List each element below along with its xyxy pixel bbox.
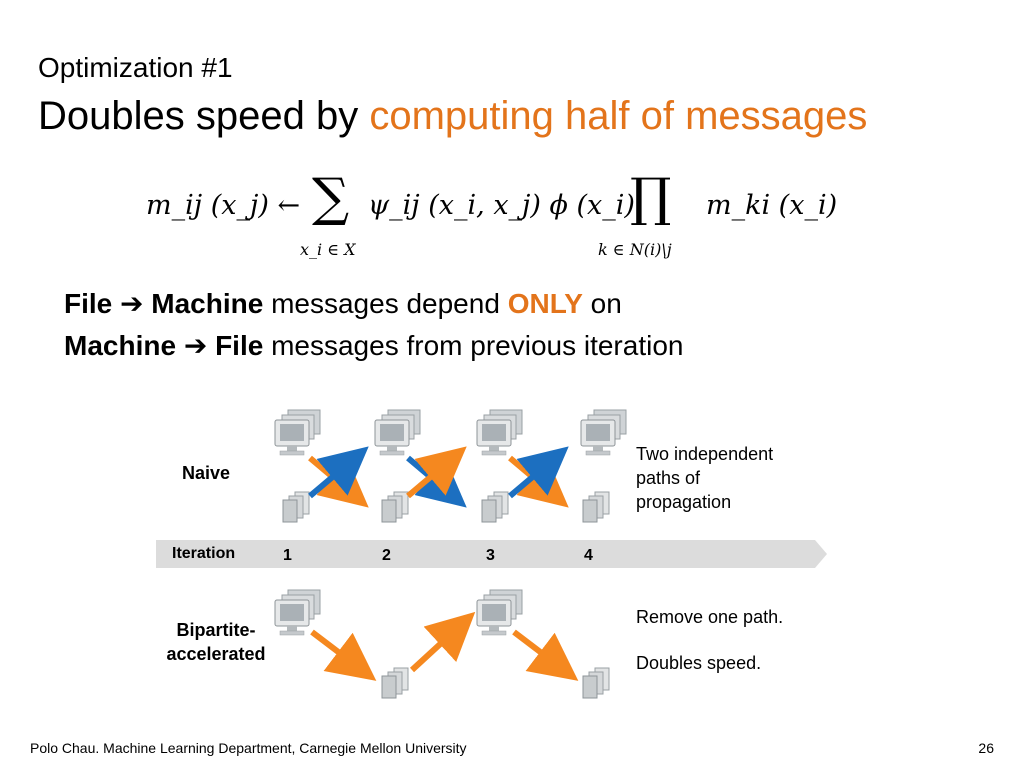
iteration-number: 4 <box>584 547 593 564</box>
orange-arrow <box>406 446 467 499</box>
file-stack-icon <box>381 491 409 523</box>
doubles-speed-note: Doubles speed. <box>636 653 762 673</box>
statement-text: messages depend <box>263 288 508 319</box>
machine-term: Machine <box>151 288 264 319</box>
page-number: 26 <box>978 740 994 756</box>
file-term: File <box>215 330 264 361</box>
file-stack-icon <box>582 667 610 699</box>
iteration-number: 3 <box>486 547 495 564</box>
bipartite-label-line-2: accelerated <box>166 644 266 664</box>
computer-icon <box>274 589 321 636</box>
blue-arrow <box>308 446 369 499</box>
footer-credit: Polo Chau. Machine Learning Department, … <box>30 740 467 756</box>
iteration-label: Iteration <box>172 545 236 562</box>
statement-line-1: File ➔ Machine messages depend ONLY on <box>64 283 683 325</box>
naive-note-line-1: Two independent <box>636 444 774 464</box>
bipartite-label-line-1: Bipartite- <box>176 620 256 640</box>
statement-text: messages from previous iteration <box>263 330 684 361</box>
only-emphasis: ONLY <box>507 288 583 319</box>
machine-term: Machine <box>64 330 177 361</box>
orange-arrow <box>310 629 377 681</box>
naive-note: Two independent paths of propagation <box>636 442 773 514</box>
iteration-number: 1 <box>283 547 292 564</box>
orange-arrow <box>512 629 579 681</box>
formula-lhs: m_ij (x_j) ← <box>146 190 301 221</box>
blue-arrow <box>508 446 569 499</box>
product-subscript: k ∈ N(i)\j <box>598 240 672 259</box>
diagram-canvas <box>156 409 827 699</box>
computer-icon <box>580 409 627 456</box>
iteration-bar <box>156 540 827 568</box>
product-symbol: ∏ <box>630 168 672 228</box>
computer-icon <box>274 409 321 456</box>
formula-rhs: m_ki (x_i) <box>706 190 838 221</box>
formula-middle: ψ_ij (x_i, x_j) ϕ (x_i) <box>368 190 635 221</box>
computer-icon <box>476 589 523 636</box>
title-accent: computing half of messages <box>369 94 868 138</box>
remove-path-note: Remove one path. <box>636 607 784 627</box>
naive-note-line-2: paths of <box>636 468 701 488</box>
statement-text-end: on <box>582 288 622 319</box>
orange-arrow <box>409 611 476 673</box>
title-plain: Doubles speed by <box>38 94 370 138</box>
file-stack-icon <box>381 667 409 699</box>
slide-title: Doubles speed by computing half of messa… <box>38 94 867 139</box>
computer-icon <box>476 409 523 456</box>
file-stack-icon <box>481 491 509 523</box>
arrow-icon: ➔ <box>120 288 144 319</box>
naive-label: Naive <box>182 463 231 483</box>
arrow-icon: ➔ <box>183 330 208 361</box>
sum-symbol: ∑ <box>312 168 350 228</box>
slide-kicker: Optimization #1 <box>38 52 233 83</box>
statement-line-2: Machine ➔ File messages from previous it… <box>64 325 683 367</box>
file-stack-icon <box>282 491 310 523</box>
file-term: File <box>64 288 113 319</box>
belief-propagation-formula: m_ij (x_j) ← ∑ x_i ∈ X ψ_ij (x_i, x_j) ϕ… <box>140 172 837 270</box>
sum-subscript: x_i ∈ X <box>300 240 356 259</box>
propagation-diagram: Naive Iteration 1 2 3 4 Bipartite- accel… <box>150 400 850 710</box>
statement: File ➔ Machine messages depend ONLY on M… <box>64 283 683 367</box>
iteration-number: 2 <box>382 547 391 564</box>
bipartite-label: Bipartite- accelerated <box>156 618 276 666</box>
file-stack-icon <box>582 491 610 523</box>
naive-note-line-3: propagation <box>636 492 732 512</box>
computer-icon <box>374 409 421 456</box>
